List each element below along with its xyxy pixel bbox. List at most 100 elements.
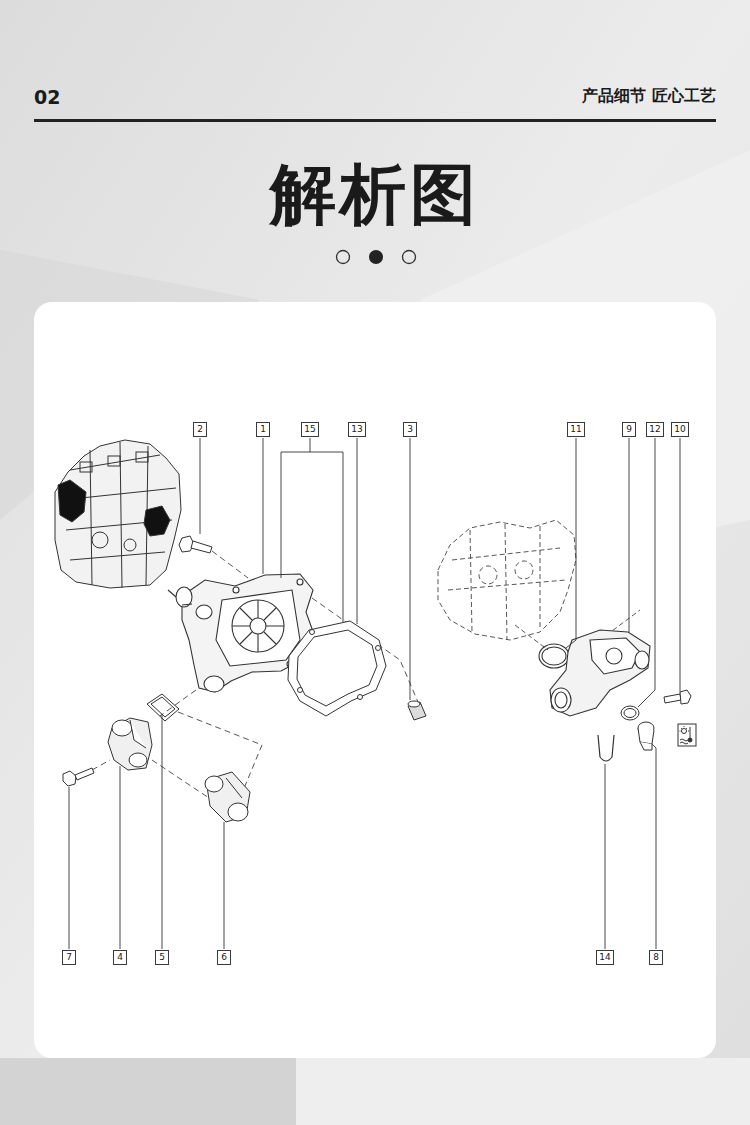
callout-box: 5: [155, 950, 169, 965]
leader-line: [410, 438, 411, 700]
outlet-gasket: [147, 694, 179, 721]
background-ground: [0, 1058, 296, 1125]
pager-dots: [369, 250, 383, 264]
water-pump: [204, 676, 224, 692]
leader-line: [162, 714, 163, 949]
callout-box: 2: [193, 422, 207, 437]
engine-illustration: [136, 452, 148, 462]
callout-box: 7: [62, 950, 76, 965]
callout-box: 10: [671, 422, 689, 437]
pump-gasket: [310, 630, 315, 635]
leader-line: [200, 438, 201, 534]
engine-illustration: [80, 462, 92, 472]
page-title: 解析图: [270, 156, 480, 234]
leader-line: [224, 822, 225, 949]
white-card: [34, 302, 716, 1058]
leader-line: [120, 766, 121, 949]
assembly-axis: [92, 760, 110, 770]
dowel-sleeve: [408, 701, 420, 707]
temperature-icon: [678, 724, 696, 746]
callout-number: 4: [117, 952, 123, 963]
outlet-gasket: [151, 697, 175, 717]
callout-number: 2: [197, 424, 203, 435]
retaining-clip: [598, 735, 614, 761]
o-ring: [539, 644, 569, 668]
callout-box: 6: [217, 950, 231, 965]
engine-illustration: [108, 456, 120, 466]
temperature-icon: [680, 726, 690, 731]
coolant-outlet: [108, 718, 152, 770]
coolant-pipe-fitting: [206, 772, 250, 822]
cylinder-head-outline: [515, 561, 533, 579]
assembly-axis: [152, 760, 212, 800]
callout-number: 5: [159, 952, 165, 963]
cylinder-head-outline: [438, 520, 576, 640]
pump-gasket: [288, 621, 386, 716]
dowel-sleeve: [408, 701, 426, 720]
pump-gasket: [376, 646, 381, 651]
bolt: [664, 690, 691, 704]
temperature-icon: [682, 729, 687, 734]
cylinder-head-outline: [448, 524, 566, 640]
coolant-pipe-fitting: [205, 776, 223, 792]
coolant-pipe-fitting: [226, 778, 242, 798]
pump-gasket: [358, 695, 363, 700]
thermostat-housing: [550, 630, 650, 716]
bolt: [179, 536, 212, 553]
callout-number: 3: [407, 424, 413, 435]
water-pump: [216, 590, 300, 666]
callout-number: 12: [649, 424, 660, 435]
leader-line: [566, 438, 576, 648]
water-pump: [250, 618, 266, 634]
callout-box: 1: [256, 422, 270, 437]
callout-box: 15: [301, 422, 319, 437]
bolt: [63, 768, 94, 786]
thermostat-housing: [551, 688, 571, 712]
callout-number: 9: [626, 424, 632, 435]
temperature-icon: [680, 739, 688, 744]
temperature-icon: [688, 738, 692, 742]
assembly-axis: [92, 551, 418, 800]
callout-number: 11: [570, 424, 581, 435]
callout-number: 13: [351, 424, 362, 435]
temperature-sensor: [640, 742, 652, 750]
callout-box: 9: [622, 422, 636, 437]
bolt: [680, 690, 691, 704]
dowel-sleeve: [408, 702, 426, 720]
seal-ring: [621, 706, 639, 720]
water-pump: [196, 605, 212, 619]
pager-dots: [337, 251, 350, 264]
coolant-outlet: [112, 720, 132, 736]
callout-number: 6: [221, 952, 227, 963]
coolant-outlet: [129, 753, 147, 767]
o-ring: [542, 647, 566, 665]
outlet-gasket: [147, 694, 179, 721]
water-pump: [233, 587, 239, 593]
leader-line: [263, 438, 264, 574]
callout-box: 14: [596, 950, 614, 965]
thermostat-housing: [550, 630, 650, 716]
callout-number: 10: [674, 424, 685, 435]
water-pump: [297, 579, 303, 585]
coolant-outlet: [108, 718, 152, 770]
retaining-clip: [598, 735, 614, 761]
callout-box: 12: [646, 422, 664, 437]
leader-line: [357, 438, 358, 624]
temperature-icon: [678, 724, 696, 746]
thermostat-housing: [635, 651, 649, 669]
engine-illustration: [55, 440, 181, 588]
header-slogan: 产品细节 匠心工艺: [582, 84, 716, 108]
background-ground: [296, 1058, 750, 1125]
leader-line: [652, 744, 656, 949]
assembly-axis: [178, 712, 262, 798]
thermostat-housing: [590, 638, 640, 674]
leader-line: [638, 438, 655, 707]
callout-box: 13: [348, 422, 366, 437]
temperature-sensor: [638, 722, 654, 750]
thermostat-housing: [606, 648, 622, 664]
bolt: [75, 768, 94, 780]
engine-illustration: [124, 539, 136, 551]
